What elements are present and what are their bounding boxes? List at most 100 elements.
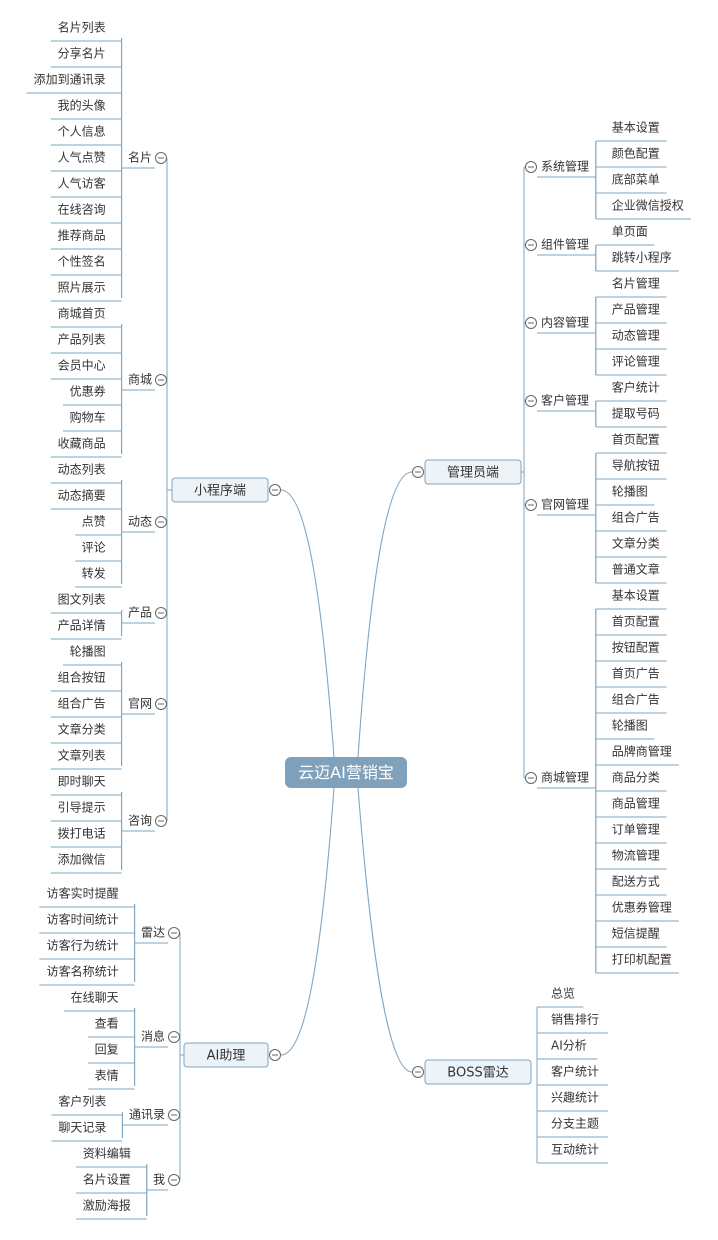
branch-3-label: BOSS雷达 bbox=[447, 1066, 508, 1081]
leaf-item: 名片设置 bbox=[83, 1172, 131, 1187]
branch-0[interactable]: 小程序端 bbox=[171, 477, 269, 503]
branch-1-group-0-collapse[interactable] bbox=[168, 927, 180, 939]
branch-1-group-2-collapse[interactable] bbox=[168, 1109, 180, 1121]
leaf-item: AI分析 bbox=[551, 1039, 587, 1053]
branch-0-group-5-collapse[interactable] bbox=[155, 815, 167, 827]
leaf-item: 表情 bbox=[95, 1069, 119, 1083]
branch-2-label: 管理员端 bbox=[447, 466, 499, 481]
leaf-item: 基本设置 bbox=[612, 121, 660, 135]
leaf-item: 即时聊天 bbox=[58, 775, 106, 789]
leaf-item: 销售排行 bbox=[551, 1012, 599, 1027]
leaf-item: 我的头像 bbox=[58, 98, 106, 113]
leaf-item: 轮播图 bbox=[612, 485, 648, 499]
group-label: 商城 bbox=[128, 372, 152, 387]
leaf-item: 人气点赞 bbox=[58, 150, 106, 165]
branch-0-group-1-collapse[interactable] bbox=[155, 374, 167, 386]
leaf-item: 引导提示 bbox=[58, 800, 106, 815]
branch-2-box bbox=[424, 459, 522, 485]
branch-1-group-1-collapse[interactable] bbox=[168, 1031, 180, 1043]
leaf-item: 购物车 bbox=[70, 410, 106, 425]
leaf-item: 会员中心 bbox=[58, 358, 106, 373]
branch-2[interactable]: 管理员端 bbox=[424, 459, 522, 485]
leaf-item: 动态列表 bbox=[58, 463, 106, 477]
leaf-item: 文章分类 bbox=[612, 536, 660, 551]
leaf-item: 访客行为统计 bbox=[47, 938, 119, 953]
leaf-item: 品牌商管理 bbox=[612, 744, 672, 759]
leaf-item: 聊天记录 bbox=[58, 1121, 106, 1135]
group-label: 咨询 bbox=[128, 813, 152, 828]
group-label: 系统管理 bbox=[541, 159, 589, 174]
group-label: 动态 bbox=[128, 515, 152, 529]
leaf-item: 短信提醒 bbox=[612, 926, 660, 941]
leaf-item: 按钮配置 bbox=[612, 640, 660, 655]
connector-curve bbox=[357, 787, 413, 1073]
branch-1-collapse[interactable] bbox=[269, 1049, 281, 1061]
leaf-item: 普通文章 bbox=[612, 562, 660, 577]
branch-1-group-3-collapse[interactable] bbox=[168, 1174, 180, 1186]
leaf-item: 总览 bbox=[551, 986, 575, 1001]
leaf-item: 添加微信 bbox=[58, 853, 106, 867]
leaf-item: 评论管理 bbox=[612, 354, 660, 369]
root-box bbox=[285, 757, 407, 788]
leaf-item: 个人信息 bbox=[58, 124, 106, 139]
leaf-item: 企业微信授权 bbox=[612, 198, 684, 213]
leaf-item: 客户统计 bbox=[612, 380, 660, 395]
branch-1[interactable]: AI助理 bbox=[183, 1042, 269, 1068]
branch-3-collapse[interactable] bbox=[412, 1066, 424, 1078]
leaf-item: 组合广告 bbox=[612, 692, 660, 707]
leaf-item: 查看 bbox=[95, 1017, 119, 1031]
leaf-item: 点赞 bbox=[82, 515, 106, 529]
branch-0-group-4-collapse[interactable] bbox=[155, 698, 167, 710]
branch-2-group-4-collapse[interactable] bbox=[525, 499, 537, 511]
branch-2-group-2-collapse[interactable] bbox=[525, 317, 537, 329]
branch-1-box bbox=[183, 1042, 269, 1068]
leaf-item: 商城首页 bbox=[58, 306, 106, 321]
root-node[interactable]: 云迈AI营销宝 bbox=[285, 757, 407, 788]
branch-0-group-2-collapse[interactable] bbox=[155, 516, 167, 528]
leaf-item: 产品管理 bbox=[612, 302, 660, 317]
leaf-item: 组合广告 bbox=[612, 510, 660, 525]
leaf-item: 动态管理 bbox=[612, 328, 660, 343]
group-label: 雷达 bbox=[141, 926, 165, 940]
leaf-item: 在线聊天 bbox=[71, 991, 119, 1005]
branch-0-box bbox=[171, 477, 269, 503]
leaf-item: 打印机配置 bbox=[612, 953, 672, 967]
connector-curve bbox=[357, 471, 413, 758]
leaf-item: 客户统计 bbox=[551, 1064, 599, 1079]
branch-2-collapse[interactable] bbox=[412, 466, 424, 478]
leaf-item: 颜色配置 bbox=[612, 146, 660, 161]
leaf-item: 访客名称统计 bbox=[47, 964, 119, 979]
branch-2-group-3-collapse[interactable] bbox=[525, 395, 537, 407]
group-label: 商城管理 bbox=[541, 770, 589, 785]
leaf-item: 底部菜单 bbox=[612, 172, 660, 187]
leaf-item: 优惠券 bbox=[70, 384, 106, 399]
branch-2-group-5-collapse[interactable] bbox=[525, 772, 537, 784]
leaf-item: 个性签名 bbox=[58, 254, 106, 269]
leaf-item: 导航按钮 bbox=[612, 458, 660, 473]
leaf-item: 单页面 bbox=[612, 225, 648, 239]
leaf-item: 提取号码 bbox=[612, 406, 660, 421]
group-label: 官网 bbox=[128, 696, 152, 711]
leaf-item: 回复 bbox=[95, 1043, 119, 1057]
branch-3-box bbox=[424, 1059, 532, 1085]
leaf-item: 客户列表 bbox=[58, 1094, 106, 1109]
group-label: 官网管理 bbox=[541, 497, 589, 512]
group-label: 产品 bbox=[128, 606, 152, 620]
branch-0-collapse[interactable] bbox=[269, 484, 281, 496]
leaf-item: 照片展示 bbox=[58, 281, 106, 295]
leaf-item: 互动统计 bbox=[551, 1143, 599, 1157]
leaf-item: 资料编辑 bbox=[83, 1146, 131, 1161]
branch-0-group-3-collapse[interactable] bbox=[155, 607, 167, 619]
group-label: 客户管理 bbox=[541, 393, 589, 408]
connector-curve bbox=[280, 489, 335, 758]
leaf-item: 轮播图 bbox=[70, 645, 106, 659]
branch-3[interactable]: BOSS雷达 bbox=[424, 1059, 532, 1085]
branch-0-group-0-collapse[interactable] bbox=[155, 152, 167, 164]
group-label: 通讯录 bbox=[129, 1108, 165, 1122]
leaf-item: 激励海报 bbox=[83, 1198, 131, 1213]
leaf-item: 人气访客 bbox=[58, 176, 106, 191]
branch-2-group-0-collapse[interactable] bbox=[525, 161, 537, 173]
leaf-item: 图文列表 bbox=[58, 592, 106, 607]
branch-2-group-1-collapse[interactable] bbox=[525, 239, 537, 251]
